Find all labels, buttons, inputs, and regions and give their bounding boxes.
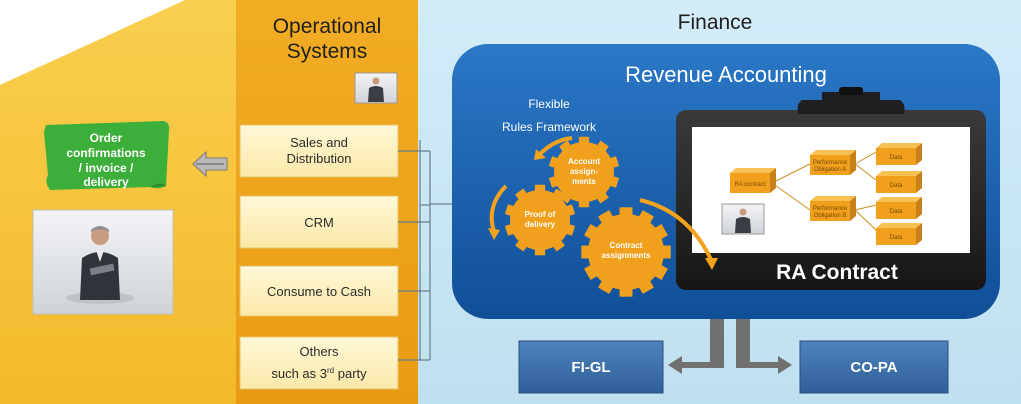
account-gear-label-1: Account [568,157,600,166]
left-arrow-icon [192,150,228,178]
data-node-2: Data [876,171,922,193]
svg-text:Data: Data [890,235,903,241]
contract-structure-diagram: RA contract Performance Obligation A Per… [730,143,922,245]
svg-text:Distribution: Distribution [286,151,351,166]
output-connectors [668,319,792,374]
rotation-arrows [489,136,714,263]
svg-text:Data: Data [890,183,903,189]
contract-gear-label-1: Contract [610,241,643,250]
order-confirmations-note: Order confirmations / invoice / delivery [44,121,170,190]
svg-text:Obligation B: Obligation B [814,213,847,219]
svg-text:Obligation A: Obligation A [814,167,846,173]
account-assignments-gear [548,136,620,208]
ra-contract-node: RA contract [730,168,776,193]
gears-layer [504,136,671,297]
order-note-line1: Order [90,131,123,145]
order-note-line2: confirmations [66,146,146,160]
co-pa-box: CO-PA [799,340,949,394]
svg-text:RA contract: RA contract [734,182,765,188]
svg-text:Data: Data [890,155,903,161]
contract-gear-label-2: assignments [602,251,651,260]
rules-framework-label: Rules Framework [502,120,597,134]
left-yellow-panel [0,0,236,404]
order-note-line4: delivery [83,175,129,189]
account-gear-label-3: ments [572,177,596,186]
proof-gear-label-2: delivery [525,220,556,229]
operational-title-line2: Systems [287,40,368,63]
performance-obligation-a-node: Performance Obligation A [810,150,856,175]
svg-text:Consume to Cash: Consume to Cash [267,284,371,299]
svg-text:CO-PA: CO-PA [850,359,897,376]
ra-contract-title: RA Contract [776,261,898,284]
account-gear-label-2: assign- [570,167,598,176]
data-node-3: Data [876,197,922,219]
svg-text:FI-GL: FI-GL [571,359,610,376]
flexible-label: Flexible [528,97,570,111]
fi-gl-box: FI-GL [518,340,664,394]
finance-title: Finance [678,11,753,34]
performance-obligation-b-node: Performance Obligation B [810,196,856,221]
svg-text:Data: Data [890,209,903,215]
clipboard [676,87,986,290]
presenter-thumbnail-top [354,72,398,104]
others-box: Others such as 3rd party [239,336,399,390]
rotation-arrowheads [488,149,718,270]
svg-text:Sales and: Sales and [290,135,348,150]
proof-gear-label-1: Proof of [525,210,556,219]
svg-text:Performance: Performance [813,160,848,166]
order-note-line3: / invoice / [79,161,134,175]
proof-of-delivery-gear [504,184,576,256]
presenter-photo [32,209,174,315]
consume-to-cash-box: Consume to Cash [239,265,399,317]
svg-text:Others: Others [299,344,339,359]
svg-text:Performance: Performance [813,206,848,212]
revenue-accounting-title: Revenue Accounting [625,62,827,87]
svg-text:CRM: CRM [304,215,334,230]
contract-assignments-gear [581,207,671,297]
crm-box: CRM [239,195,399,249]
operational-title-line1: Operational [273,15,382,38]
presenter-thumbnail-clipboard [721,203,765,235]
data-node-1: Data [876,143,922,165]
others-box-line2: such as 3rd party [271,366,367,381]
sales-distribution-box: Sales and Distribution [239,124,399,178]
data-node-4: Data [876,223,922,245]
